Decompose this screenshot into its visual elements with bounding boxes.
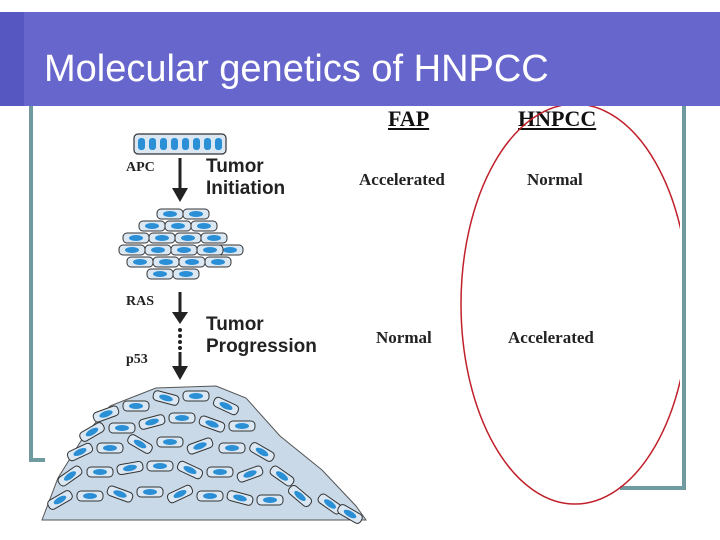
carcinoma-cell-mass [41, 385, 367, 526]
normal-epithelium-row [133, 133, 227, 155]
tumor-progression-label: Tumor Progression [206, 314, 317, 358]
progression-arrow [172, 292, 188, 380]
tumor-initiation-line2: Initiation [206, 178, 286, 199]
p53-gene-label: p53 [126, 352, 148, 367]
tumor-initiation-line1: Tumor [206, 156, 264, 177]
frame-left-border [29, 106, 33, 462]
hnpcc-highlight-ellipse [460, 106, 680, 505]
tumor-progression-diagram: FAP HNPCC Accelerated Normal Normal Acce… [36, 106, 680, 526]
tumor-progression-line2: Progression [206, 336, 317, 357]
tumor-progression-line1: Tumor [206, 314, 264, 335]
title-bar: Molecular genetics of HNPCC [0, 12, 720, 109]
adenoma-cell-cluster [118, 208, 244, 280]
apc-gene-label: APC [126, 160, 155, 175]
initiation-arrow [172, 158, 188, 202]
diagram-graphics [41, 106, 680, 526]
frame-right-border [682, 106, 686, 486]
fap-initiation-cell: Accelerated [359, 170, 445, 189]
title-underline [28, 106, 636, 109]
ras-gene-label: RAS [126, 294, 155, 309]
tumor-initiation-label: Tumor Initiation [206, 156, 285, 200]
frame-bottom-left-border [29, 458, 45, 462]
slide-title: Molecular genetics of HNPCC [44, 48, 549, 90]
hnpcc-column-header: HNPCC [518, 106, 597, 131]
frame-bottom-border [620, 486, 686, 490]
fap-column-header: FAP [388, 106, 430, 131]
title-bar-stripe [0, 12, 24, 106]
hnpcc-progression-cell: Accelerated [508, 328, 594, 347]
hnpcc-initiation-cell: Normal [527, 170, 583, 189]
fap-progression-cell: Normal [376, 328, 432, 347]
